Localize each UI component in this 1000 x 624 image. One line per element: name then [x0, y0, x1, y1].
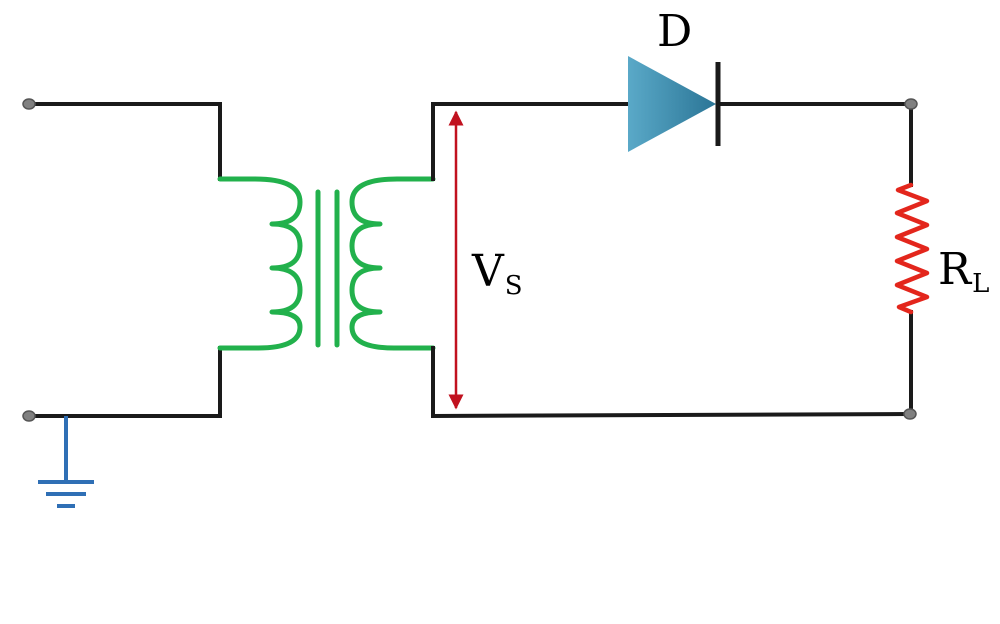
input-terminal-top — [22, 98, 36, 110]
input-terminal-bottom — [22, 410, 36, 422]
primary-coil — [217, 176, 303, 351]
secondary-bottom-wire — [431, 346, 911, 419]
source-voltage-symbol: V — [472, 246, 504, 297]
load-resistor-label: RL — [938, 248, 989, 298]
output-nodes — [903, 98, 918, 420]
load-resistor-symbol: R — [938, 244, 972, 295]
resistor-icon — [894, 182, 930, 315]
source-voltage-subscript: S — [504, 271, 523, 301]
load-resistor-subscript: L — [972, 269, 990, 299]
input-terminals — [22, 98, 36, 422]
primary-bottom-wire — [28, 346, 222, 418]
primary-wires — [28, 102, 222, 418]
ground-icon — [38, 416, 94, 508]
primary-top-wire — [28, 102, 222, 181]
resistor-zigzag — [894, 182, 930, 315]
node-top-right — [904, 98, 918, 110]
diode-triangle — [628, 56, 716, 152]
transformer-icon — [217, 176, 436, 351]
diode-label: D — [657, 6, 693, 57]
node-bottom-right — [903, 408, 917, 420]
secondary-coil — [349, 176, 436, 351]
diode-icon — [628, 56, 721, 152]
secondary-wires — [431, 102, 913, 419]
secondary-top-wire — [431, 102, 634, 181]
source-voltage-label: VS — [472, 250, 523, 300]
